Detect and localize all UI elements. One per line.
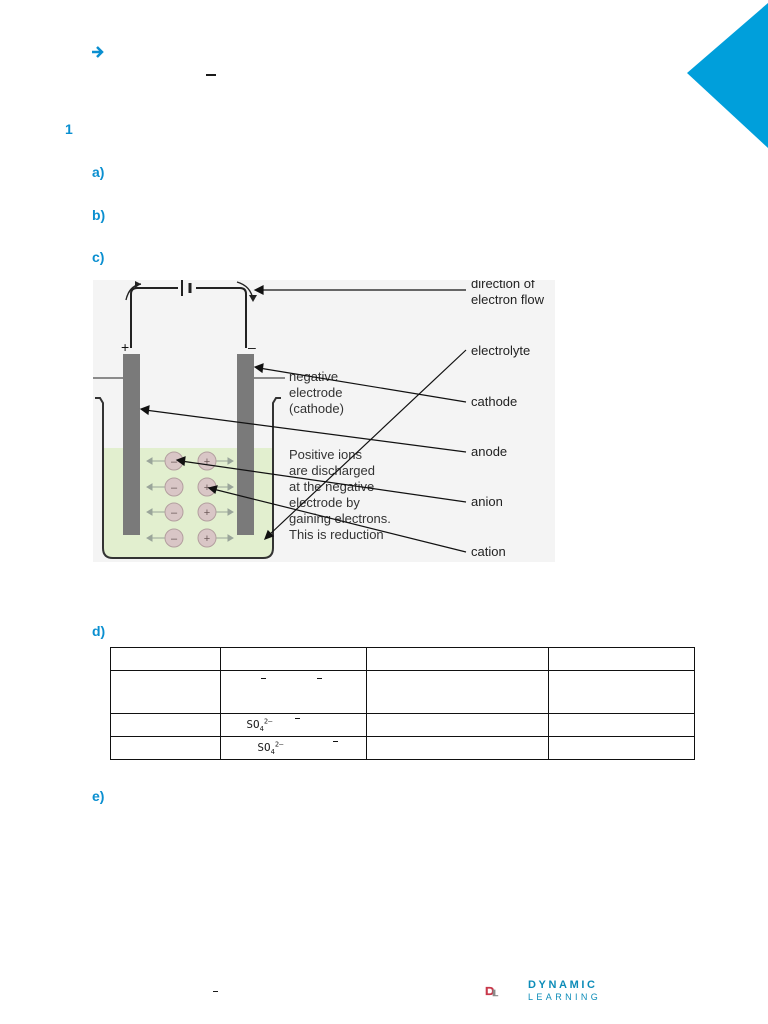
part-c-label: c) <box>92 249 105 265</box>
table-cell <box>547 670 696 714</box>
label-cathode: cathode <box>471 394 517 409</box>
minus-sign: – <box>248 339 256 355</box>
table-cell <box>109 670 222 714</box>
label-anion: anion <box>471 494 503 509</box>
question-number: 1 <box>65 121 73 137</box>
label-direction-line1: direction of <box>471 280 535 291</box>
anion-particle <box>164 528 184 548</box>
label-electrolyte: electrolyte <box>471 343 530 358</box>
sulfate-formula: SO42– <box>246 717 273 733</box>
part-d-label: d) <box>92 623 106 639</box>
cation-particle <box>197 528 217 548</box>
corner-decoration <box>687 3 768 148</box>
ions-note-line6: This is reduction <box>289 527 384 542</box>
cathode-electrode <box>237 354 254 535</box>
ion-arrows <box>146 457 234 542</box>
arrow-right-icon <box>92 46 104 58</box>
circuit-wire-right <box>196 287 247 348</box>
table-cell <box>547 713 696 737</box>
table-cell <box>109 647 222 671</box>
beaker-outline <box>95 397 281 559</box>
electrolysis-diagram: + – negative electrode (cathode) Positiv… <box>93 280 555 562</box>
electrolyte-fill <box>103 448 273 558</box>
logo-wordmark: DYNAMIC LEARNING <box>528 979 601 1002</box>
ions-note-line1: Positive ions <box>289 447 362 462</box>
dynamic-learning-logo <box>485 986 499 997</box>
pointer-electrolyte <box>267 349 467 537</box>
ion-symbol: + <box>204 533 210 545</box>
label-direction-line2: electron flow <box>471 292 545 307</box>
charge-mark <box>295 718 301 720</box>
sulfate-formula: SO42– <box>257 740 284 756</box>
charge-mark <box>261 677 267 679</box>
ion-symbol: – <box>171 533 178 545</box>
table-cell <box>365 713 549 737</box>
logo-line1: DYNAMIC <box>528 979 598 991</box>
table-cell <box>220 670 367 714</box>
ion-particles: – + – + – + – + <box>164 451 217 548</box>
table-cell <box>365 670 549 714</box>
anion-particle <box>164 502 184 522</box>
pointer-anion <box>180 460 467 503</box>
ions-note-line2: are discharged <box>289 463 375 478</box>
ions-note-line3: at the negative <box>289 479 374 494</box>
ions-note-line5: gaining electrons. <box>289 511 391 526</box>
dash-mark <box>206 74 216 76</box>
electrode-label-line2: electrode <box>289 385 342 400</box>
charge-mark <box>317 677 323 679</box>
table-cell: SO42– <box>220 713 367 737</box>
cation-particle <box>197 502 217 522</box>
electrode-label-line3: (cathode) <box>289 401 344 416</box>
ions-note-line4: electrode by <box>289 495 360 510</box>
table-cell <box>109 713 222 737</box>
ion-table: SO42– SO42– <box>109 647 696 760</box>
ion-symbol: + <box>204 507 210 519</box>
logo-line2: LEARNING <box>528 992 602 1002</box>
table-cell <box>365 647 549 671</box>
electron-flow-arrowhead-right <box>249 295 257 302</box>
label-cation: cation <box>471 544 506 559</box>
anion-particle <box>164 477 184 497</box>
part-a-label: a) <box>92 164 105 180</box>
anode-electrode <box>123 354 140 535</box>
part-e-label: e) <box>92 788 105 804</box>
table-cell <box>109 736 222 760</box>
label-anode: anode <box>471 444 507 459</box>
table-cell <box>547 736 696 760</box>
ion-symbol: + <box>204 482 210 494</box>
table-row <box>109 670 696 714</box>
dash-mark <box>213 991 218 992</box>
table-row: SO42– <box>109 713 696 737</box>
table-cell <box>547 647 696 671</box>
pointer-cation <box>212 488 467 553</box>
plus-sign: + <box>121 339 129 355</box>
table-cell <box>220 647 367 671</box>
ion-symbol: – <box>171 456 178 468</box>
ion-symbol: – <box>171 482 178 494</box>
pointer-cathode <box>258 367 467 403</box>
charge-mark <box>333 741 339 743</box>
label-pointers <box>139 285 467 553</box>
ion-symbol: – <box>171 507 178 519</box>
part-b-label: b) <box>92 207 106 223</box>
table-row <box>109 647 696 671</box>
ion-symbol: + <box>204 456 210 468</box>
table-cell: SO42– <box>220 736 367 760</box>
pointer-anode <box>144 409 467 453</box>
table-cell <box>365 736 549 760</box>
circuit-wire-left <box>130 287 178 348</box>
table-row: SO42– <box>109 736 696 760</box>
electron-flow-arrowhead-left <box>135 281 141 288</box>
